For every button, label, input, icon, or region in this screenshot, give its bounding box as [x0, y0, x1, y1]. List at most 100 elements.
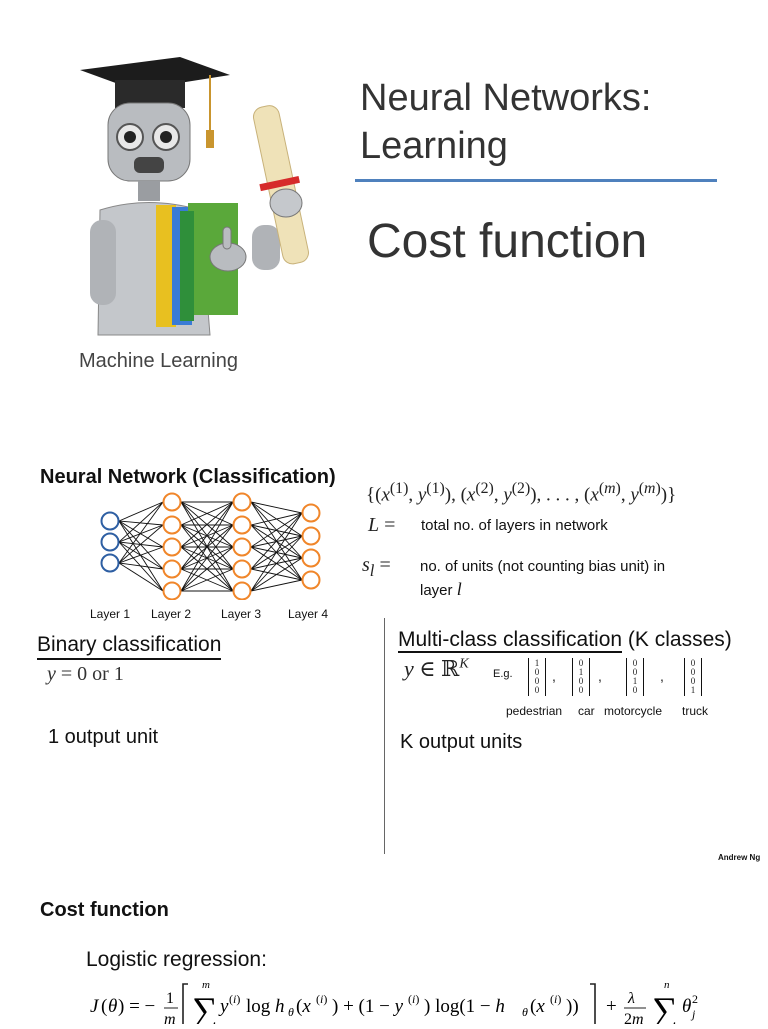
svg-text:) = −: ) = −: [118, 996, 155, 1017]
cost-function-equation: J ( θ ) = − 1 m m ∑ y (i) log h θ (x (i)…: [90, 978, 750, 1029]
neuron: [301, 570, 321, 590]
vector-entry: 0: [534, 667, 540, 677]
svg-text:)): )): [566, 996, 579, 1017]
network-connection: [180, 501, 234, 548]
network-connection: [250, 579, 303, 592]
network-connection: [118, 541, 164, 592]
vector-entry: 0: [632, 658, 638, 668]
neuron: [232, 559, 252, 579]
robot-graduate-illustration: [60, 35, 330, 340]
multiclass-equation: y ∈ ℝK: [404, 656, 469, 681]
author-credit: Andrew Ng: [718, 853, 761, 862]
binary-equation: y = 0 or 1: [47, 663, 124, 685]
course-caption: Machine Learning: [79, 350, 238, 372]
svg-text:∑: ∑: [652, 990, 678, 1024]
L-symbol: L =: [368, 514, 396, 536]
slide-title-line1: Neural Networks:: [360, 77, 652, 119]
svg-text:θ: θ: [682, 996, 691, 1017]
slide-title-line2: Learning: [360, 125, 508, 167]
vector-entry: 1: [534, 658, 540, 668]
binary-output-units: 1 output unit: [48, 726, 159, 748]
network-connection: [250, 501, 303, 514]
network-connection: [118, 562, 164, 592]
vector-entry: 0: [632, 685, 638, 695]
svg-text:1: 1: [166, 990, 174, 1007]
layer-label: Layer 1: [90, 607, 131, 621]
one-hot-vector: 0 0 0 1: [684, 658, 702, 696]
s-definition: no. of units (not counting bias unit) in…: [420, 556, 740, 602]
binary-classification-heading: Binary classification: [37, 632, 222, 660]
column-divider: [384, 618, 385, 854]
slide3-title: Cost function: [40, 899, 169, 921]
neuron: [232, 581, 252, 601]
network-connection: [250, 512, 303, 592]
neural-network-diagram: [90, 490, 330, 601]
layer-label: Layer 3: [221, 607, 262, 621]
multiclass-heading-underlined: Multi-class classification: [398, 628, 623, 653]
network-connection: [118, 501, 164, 522]
network-connection: [180, 501, 234, 526]
svg-text:(x: (x: [296, 996, 311, 1017]
network-connection: [180, 568, 234, 592]
vector-entry: 0: [578, 685, 584, 695]
svg-text:m: m: [164, 1011, 176, 1024]
svg-text:m: m: [202, 979, 210, 991]
network-connection: [180, 501, 234, 592]
logistic-regression-label: Logistic regression:: [86, 948, 267, 971]
example-label: E.g.: [493, 668, 513, 680]
svg-text:(x: (x: [530, 996, 545, 1017]
class-label-motorcycle: motorcycle: [604, 704, 663, 718]
vector-entry: 1: [578, 667, 584, 677]
network-connection: [118, 501, 164, 543]
network-connection: [180, 546, 234, 592]
network-connection: [118, 546, 164, 564]
svg-text:(i): (i): [550, 992, 561, 1006]
network-connection: [118, 520, 164, 570]
L-definition: total no. of layers in network: [421, 517, 608, 534]
svg-text:+: +: [606, 996, 617, 1017]
slide-title: Neural Networks: Learning: [360, 74, 720, 170]
vector-entry: 0: [534, 676, 540, 686]
neural-network-svg: [100, 492, 321, 601]
vector-entry: 0: [578, 676, 584, 686]
neuron: [162, 559, 182, 579]
slide2-title: Neural Network (Classification): [40, 466, 336, 488]
svg-text:n: n: [664, 979, 670, 991]
slide-subtitle: Cost function: [367, 215, 648, 268]
network-connection: [250, 512, 303, 548]
class-label-car: car: [578, 704, 595, 718]
neuron: [162, 492, 182, 512]
svg-text:θ: θ: [522, 1005, 528, 1019]
neuron: [301, 526, 321, 546]
network-connection: [118, 541, 164, 570]
vector-entry: 0: [690, 658, 696, 668]
svg-text:(: (: [101, 996, 107, 1017]
s-definition-line2: layer: [420, 582, 453, 599]
vector-separator: ,: [552, 668, 556, 684]
title-underline-rule: [355, 179, 717, 182]
layer-label: Layer 4: [288, 607, 329, 621]
neuron: [162, 515, 182, 535]
s-definition-line1: no. of units (not counting bias unit) in: [420, 558, 666, 575]
network-connection: [118, 524, 164, 543]
vector-entry: 1: [632, 676, 638, 686]
svg-text:log h: log h: [246, 996, 285, 1017]
s-definition-var: l: [456, 579, 462, 599]
input-neuron: [100, 511, 120, 531]
multiclass-heading: Multi-class classification (K classes): [398, 628, 732, 653]
vector-separator: ,: [598, 668, 602, 684]
eq-J: J: [90, 996, 100, 1017]
s-symbol: sl =: [362, 554, 391, 580]
network-connection: [118, 501, 164, 564]
vector-separator: ,: [660, 668, 664, 684]
network-connection: [118, 524, 164, 564]
svg-text:2: 2: [692, 992, 698, 1006]
neuron: [162, 581, 182, 601]
one-hot-vector: 0 1 0 0: [572, 658, 590, 696]
svg-text:) log(1 − h: ) log(1 − h: [424, 996, 505, 1017]
network-connection: [250, 512, 303, 526]
vector-entry: 0: [632, 667, 638, 677]
svg-text:(i): (i): [316, 992, 327, 1006]
layer-label: Layer 2: [151, 607, 192, 621]
neuron: [162, 537, 182, 557]
